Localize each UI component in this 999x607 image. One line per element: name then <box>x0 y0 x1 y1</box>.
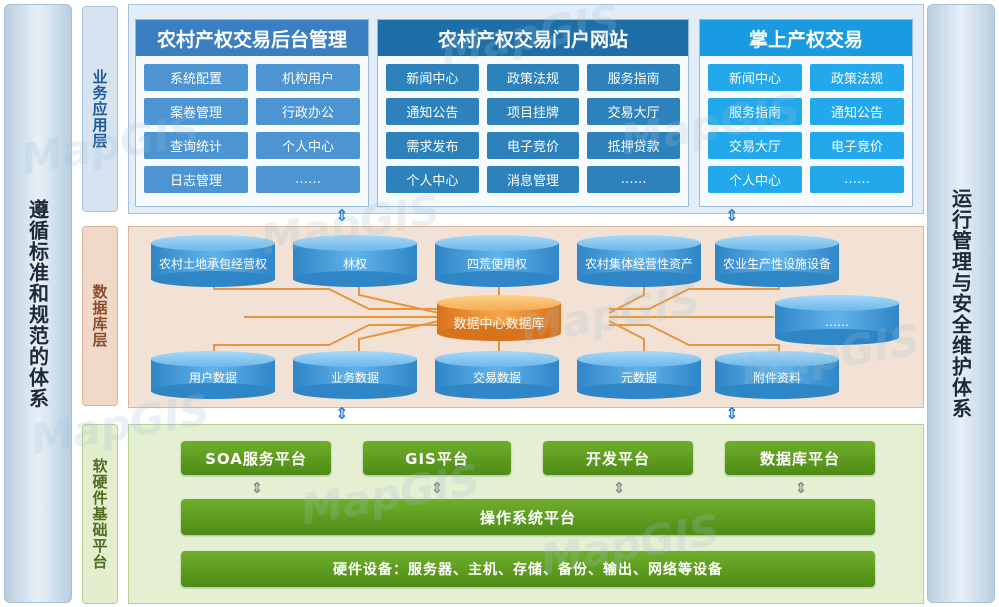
layer-label-app-text: 业务应用层 <box>90 69 109 149</box>
db-label: 交易数据 <box>472 371 521 385</box>
menu-item[interactable]: 电子竞价 <box>810 132 904 159</box>
updown-arrow-icon: ⇕ <box>794 478 808 497</box>
panel-backend-admin-grid: 系统配置 机构用户 案卷管理 行政办公 查询统计 个人中心 日志管理 …… <box>144 64 360 193</box>
db-label: 农业生产性设施设备 <box>722 257 831 271</box>
menu-item[interactable]: 电子竞价 <box>486 132 580 159</box>
platform-hardware[interactable]: 硬件设备：服务器、主机、存储、备份、输出、网络等设备 <box>181 551 875 587</box>
menu-item[interactable]: 服务指南 <box>587 64 680 91</box>
db-cylinder <box>293 235 417 287</box>
panel-portal-site-grid: 新闻中心 政策法规 服务指南 通知公告 项目挂牌 交易大厅 需求发布 电子竞价 … <box>386 64 680 193</box>
menu-item[interactable]: 需求发布 <box>386 132 479 159</box>
db-cylinder <box>577 351 701 399</box>
updown-arrow-icon: ⇕ <box>612 478 626 497</box>
db-cylinder <box>293 351 417 399</box>
panel-backend-admin-title: 农村产权交易后台管理 <box>136 20 368 56</box>
db-label: 林权 <box>342 257 367 271</box>
menu-item[interactable]: 查询统计 <box>144 132 248 159</box>
center-database-cylinder <box>437 295 561 341</box>
business-application-layer: 农村产权交易后台管理 系统配置 机构用户 案卷管理 行政办公 查询统计 个人中心… <box>128 4 924 214</box>
menu-item[interactable]: 政策法规 <box>810 64 904 91</box>
db-label: 用户数据 <box>188 371 237 385</box>
db-cylinder <box>577 235 701 287</box>
menu-item[interactable]: …… <box>810 166 904 193</box>
panel-backend-admin: 农村产权交易后台管理 系统配置 机构用户 案卷管理 行政办公 查询统计 个人中心… <box>135 19 369 207</box>
menu-item[interactable]: 行政办公 <box>256 98 360 125</box>
menu-item[interactable]: 项目挂牌 <box>486 98 580 125</box>
platform-database[interactable]: 数据库平台 <box>725 441 875 475</box>
menu-item[interactable]: 新闻中心 <box>386 64 479 91</box>
menu-item[interactable]: …… <box>256 166 360 193</box>
updown-arrow-icon: ⇕ <box>335 404 349 423</box>
layer-label-hw-text: 软硬件基础平台 <box>90 458 109 570</box>
db-cylinder <box>715 351 839 399</box>
database-diagram <box>151 235 899 399</box>
platform-dev[interactable]: 开发平台 <box>543 441 693 475</box>
updown-arrow-icon: ⇕ <box>335 206 349 225</box>
menu-item[interactable]: 交易大厅 <box>708 132 802 159</box>
menu-item[interactable]: 通知公告 <box>810 98 904 125</box>
db-label: 农村土地承包经营权 <box>158 257 267 271</box>
menu-item[interactable]: 系统配置 <box>144 64 248 91</box>
panel-portal-site-title: 农村产权交易门户网站 <box>378 20 688 56</box>
center-db-label: 数据中心数据库 <box>453 317 545 332</box>
menu-item[interactable]: 政策法规 <box>486 64 580 91</box>
menu-item[interactable]: 机构用户 <box>256 64 360 91</box>
menu-item[interactable]: 抵押贷款 <box>587 132 680 159</box>
layer-label-db: 数据库层 <box>82 226 118 406</box>
menu-item[interactable]: 日志管理 <box>144 166 248 193</box>
db-label: 附件资料 <box>752 371 801 385</box>
menu-item[interactable]: 个人中心 <box>256 132 360 159</box>
left-standards-column: 遵循标准和规范的体系 <box>4 4 72 603</box>
menu-item[interactable]: …… <box>587 166 680 193</box>
db-cylinder <box>151 235 275 287</box>
right-operations-column: 运行管理与安全维护体系 <box>927 4 995 603</box>
db-cylinder-extra <box>775 295 899 345</box>
menu-item[interactable]: 个人中心 <box>708 166 802 193</box>
menu-item[interactable]: 消息管理 <box>486 166 580 193</box>
db-cylinder <box>151 351 275 399</box>
layer-label-db-text: 数据库层 <box>90 284 109 348</box>
updown-arrow-icon: ⇕ <box>725 206 739 225</box>
platform-soa[interactable]: SOA服务平台 <box>181 441 331 475</box>
layer-label-hw: 软硬件基础平台 <box>82 424 118 604</box>
db-cylinder <box>435 235 559 287</box>
db-cylinder <box>435 351 559 399</box>
menu-item[interactable]: 新闻中心 <box>708 64 802 91</box>
panel-mobile-trading-grid: 新闻中心 政策法规 服务指南 通知公告 交易大厅 电子竞价 个人中心 …… <box>708 64 904 193</box>
panel-mobile-trading: 掌上产权交易 新闻中心 政策法规 服务指南 通知公告 交易大厅 电子竞价 个人中… <box>699 19 913 207</box>
db-label: 业务数据 <box>330 371 379 385</box>
db-label: 元数据 <box>620 371 657 385</box>
database-layer: 农村土地承包经营权 林权 四荒使用权 农村集体经营性资产 农业生产性设施设备 数… <box>128 226 924 408</box>
right-operations-label: 运行管理与安全维护体系 <box>948 188 973 419</box>
db-cylinder <box>715 235 839 287</box>
platform-layer: SOA服务平台 GIS平台 开发平台 数据库平台 ⇕ ⇕ ⇕ ⇕ 操作系统平台 … <box>128 424 924 604</box>
platform-gis[interactable]: GIS平台 <box>363 441 511 475</box>
updown-arrow-icon: ⇕ <box>250 478 264 497</box>
db-label-extra: …… <box>825 315 849 329</box>
menu-item[interactable]: 通知公告 <box>386 98 479 125</box>
updown-arrow-icon: ⇕ <box>430 478 444 497</box>
panel-mobile-trading-title: 掌上产权交易 <box>700 20 912 56</box>
layer-label-app: 业务应用层 <box>82 6 118 212</box>
menu-item[interactable]: 个人中心 <box>386 166 479 193</box>
menu-item[interactable]: 交易大厅 <box>587 98 680 125</box>
db-label: 农村集体经营性资产 <box>584 257 693 271</box>
menu-item[interactable]: 案卷管理 <box>144 98 248 125</box>
platform-os[interactable]: 操作系统平台 <box>181 499 875 535</box>
updown-arrow-icon: ⇕ <box>725 404 739 423</box>
panel-portal-site: 农村产权交易门户网站 新闻中心 政策法规 服务指南 通知公告 项目挂牌 交易大厅… <box>377 19 689 207</box>
menu-item[interactable]: 服务指南 <box>708 98 802 125</box>
left-standards-label: 遵循标准和规范的体系 <box>25 198 50 409</box>
db-label: 四荒使用权 <box>466 257 527 271</box>
